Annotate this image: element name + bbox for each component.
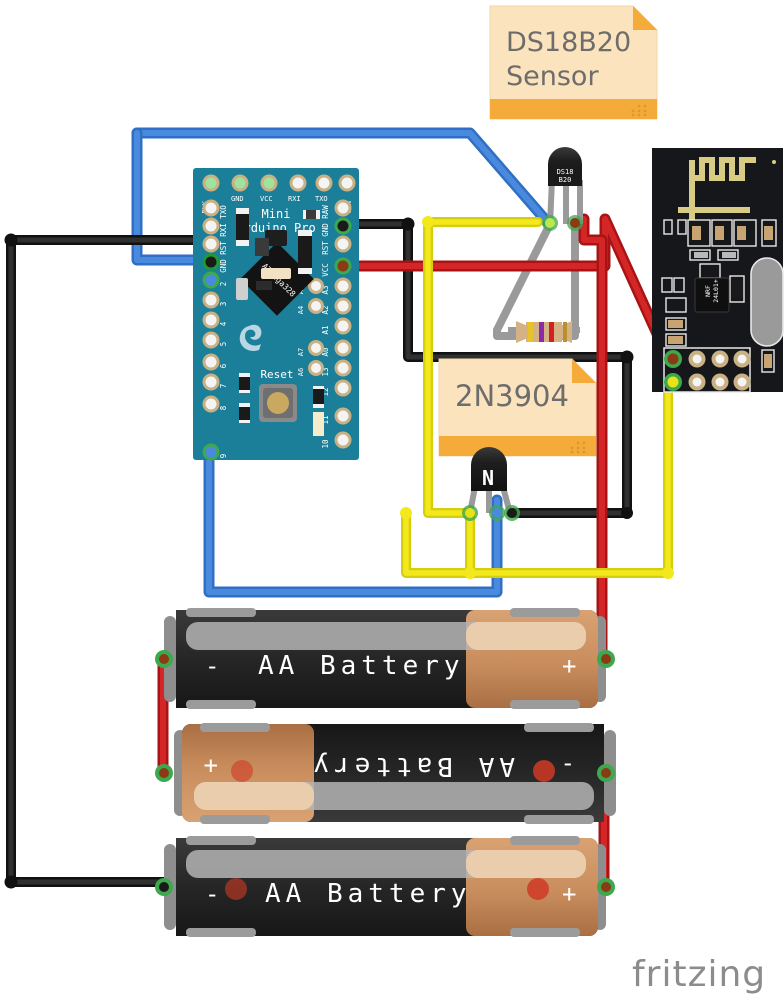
pin-label-gnd-top: GND [231,195,244,203]
nrf24l01-module[interactable]: NRF 24L01+ [652,148,784,400]
pin-label-10: 10 [321,439,330,449]
nrf24-chip-line2: 24L01+ [712,279,720,303]
resistor-band-3 [549,322,554,342]
nrf24-chip: NRF 24L01+ [694,277,730,313]
arduino-silk-mini: Mini [262,207,291,221]
resistor-band-1 [528,322,533,342]
note-2n3904-title: 2N3904 [455,379,569,413]
arduino-silk-arduino-pro: Arduino Pro [236,221,315,235]
pin-label-a0: A0 [321,347,330,357]
ds18b20-connection-dots [542,215,583,231]
pin-label-2: 2 [219,282,228,287]
pin-label-rxi-top: RXI [288,195,301,203]
pin-label-rxi-left: RXI [219,223,228,237]
note-2n3904[interactable]: 2N3904 [438,358,608,468]
battery-1[interactable]: - AA Battery + [150,608,630,718]
wire-data-yellow[interactable] [422,216,543,518]
battery-1-minus: - [205,652,219,680]
pin-label-a3: A3 [321,285,330,294]
arduino-inner-analog-pads[interactable] [308,278,324,376]
arduino-header-top[interactable] [202,174,356,192]
arduino-pro-mini[interactable]: BLK GND VCC RXI TXO GRN Mini Arduino Pro… [193,168,363,466]
pin-label-a6: A6 [297,368,305,376]
wire-gnd-right-black[interactable] [336,217,634,520]
ds18b20-label-line2: B20 [559,176,572,184]
arduino-passives [236,208,324,436]
pin-label-5: 5 [219,342,228,347]
pin-label-8: 8 [219,405,228,410]
nrf24-crystal [750,257,784,347]
battery-3-plus: + [562,880,576,908]
battery-3[interactable]: - AA Battery + [150,836,630,946]
nrf24-pin-header[interactable] [663,347,751,393]
pin-label-txo-left: TXO [219,205,228,219]
battery-1-label: AA Battery [258,651,465,681]
pin-label-gnd-left: GND [219,259,228,273]
battery-3-label: AA Battery [265,879,472,909]
wire-nrf-yellow[interactable] [400,383,674,579]
fritzing-watermark: fritzing [632,954,766,995]
wire-main-power-red[interactable] [578,213,608,668]
nrf24-chip-line1: NRF [704,285,712,297]
wire-blue-pin9[interactable] [203,446,503,598]
pin-label-a4: A4 [297,306,305,314]
transistor-body [471,447,507,491]
pin-label-11: 11 [321,415,330,424]
reset-button[interactable]: Reset [259,368,297,422]
fritzing-label: fritzing [632,954,766,995]
arduino-header-left[interactable] [202,199,220,461]
note-ds18b20[interactable]: DS18B20 Sensor [489,5,669,133]
battery-2[interactable]: - AA Battery + [150,722,630,832]
pin-label-12: 12 [321,387,330,396]
wire-blue-pin2[interactable] [131,127,555,266]
pin-label-rst-left: RST [219,241,228,255]
pin-label-3: 3 [219,302,228,307]
pin-label-vcc-right: VCC [321,263,330,277]
ds18b20-sensor[interactable]: DS18 B20 [535,142,605,232]
note-ds18b20-line2: Sensor [506,61,599,92]
resistor-band-4 [563,322,567,342]
pin-label-raw: RAW [321,205,330,219]
reset-label: Reset [260,368,293,381]
pin-label-txo-top: TXO [315,195,328,203]
battery-1-plus: + [562,652,576,680]
resistor-4k7[interactable] [508,313,588,349]
pin-label-a7: A7 [297,348,305,356]
pin-label-13: 13 [321,367,330,376]
pin-label-6: 6 [219,363,228,368]
note-ds18b20-title: DS18B20 [506,27,631,58]
pin-label-a1: A1 [321,325,330,334]
transistor-2n3904[interactable]: N [460,445,540,535]
resistor-band-2 [539,322,544,342]
pin-label-9: 9 [219,454,228,459]
pin-label-a2: A2 [321,305,330,314]
nrf24-pcb-antenna [678,157,756,220]
pin-label-rst-right: RST [321,241,330,255]
pin-label-vcc-top: VCC [260,195,273,203]
pin-label-4: 4 [219,321,228,326]
pin-label-gnd-right: GND [321,223,330,237]
battery-3-minus: - [205,880,219,908]
battery-2-label: AA Battery [308,751,515,781]
arduino-header-right[interactable] [334,199,352,449]
transistor-connection-dots [462,505,520,521]
transistor-marking: N [482,466,494,490]
wire-gnd-left-black[interactable] [4,233,217,889]
battery-2-minus: - [561,752,575,780]
battery-2-plus: + [204,752,218,780]
ds18b20-label-line1: DS18 [557,168,574,176]
pin-label-7: 7 [219,384,228,389]
